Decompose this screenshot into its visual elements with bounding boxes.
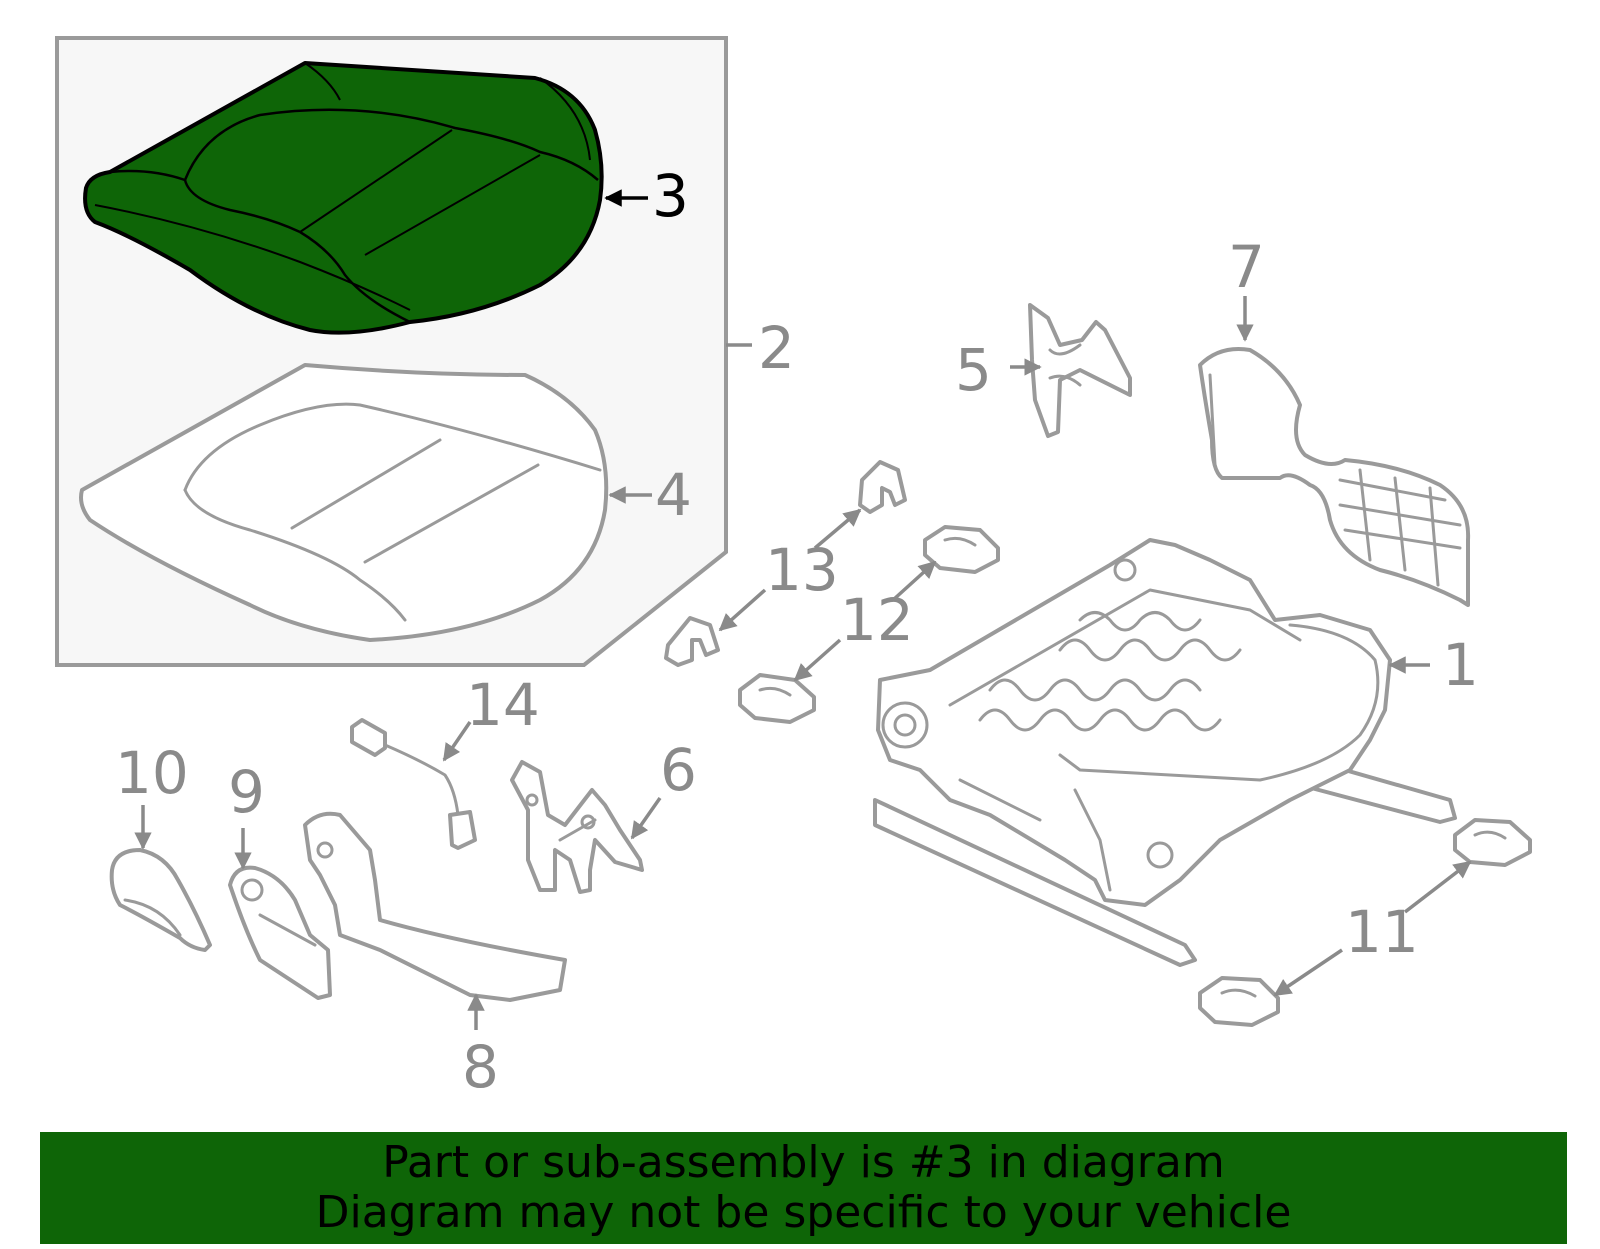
part-11-cap-right[interactable]	[1453, 818, 1532, 867]
part-12-cap-lower[interactable]	[738, 673, 816, 724]
leader-12a	[891, 560, 937, 602]
part-4-seat-pad[interactable]	[79, 363, 609, 642]
callout-6: 6	[660, 736, 697, 804]
part-5-bracket[interactable]	[1028, 303, 1132, 438]
part-3-seat-cover[interactable]	[83, 61, 604, 335]
leader-13a	[813, 508, 862, 550]
callout-14: 14	[466, 671, 540, 739]
part-14-harness[interactable]	[350, 718, 477, 850]
callout-2: 2	[758, 314, 795, 382]
leader-11a	[1403, 860, 1472, 914]
part-7-side-shield[interactable]	[1198, 347, 1471, 607]
part-13-clip-lower[interactable]	[664, 616, 720, 667]
leader-12b	[793, 638, 842, 682]
banner-line-2: Diagram may not be specific to your vehi…	[315, 1187, 1292, 1238]
callout-1: 1	[1442, 631, 1479, 699]
callout-5: 5	[955, 336, 992, 404]
info-banner: Part or sub-assembly is #3 in diagram Di…	[40, 1132, 1567, 1244]
part-1-seat-frame[interactable]	[873, 538, 1457, 967]
callout-4: 4	[655, 461, 692, 529]
leader-6	[630, 796, 662, 840]
callout-3: 3	[652, 162, 689, 230]
callout-10: 10	[115, 739, 189, 807]
leader-14	[442, 721, 472, 762]
part-9-recliner-cover[interactable]	[228, 865, 332, 1000]
callout-12: 12	[840, 586, 914, 654]
callout-13: 13	[765, 536, 839, 604]
leader-11b	[1273, 948, 1343, 997]
callout-8: 8	[462, 1033, 499, 1101]
banner-line-1: Part or sub-assembly is #3 in diagram	[382, 1137, 1225, 1188]
part-6-bracket[interactable]	[510, 760, 644, 894]
part-10-knob[interactable]	[109, 848, 212, 952]
part-11-cap-left[interactable]	[1198, 976, 1280, 1027]
part-13-clip-upper[interactable]	[858, 460, 907, 514]
part-12-cap-upper[interactable]	[923, 525, 1000, 574]
callout-11: 11	[1345, 898, 1419, 966]
leader-13b	[718, 588, 767, 632]
callout-9: 9	[228, 758, 265, 826]
callout-7: 7	[1228, 233, 1265, 301]
